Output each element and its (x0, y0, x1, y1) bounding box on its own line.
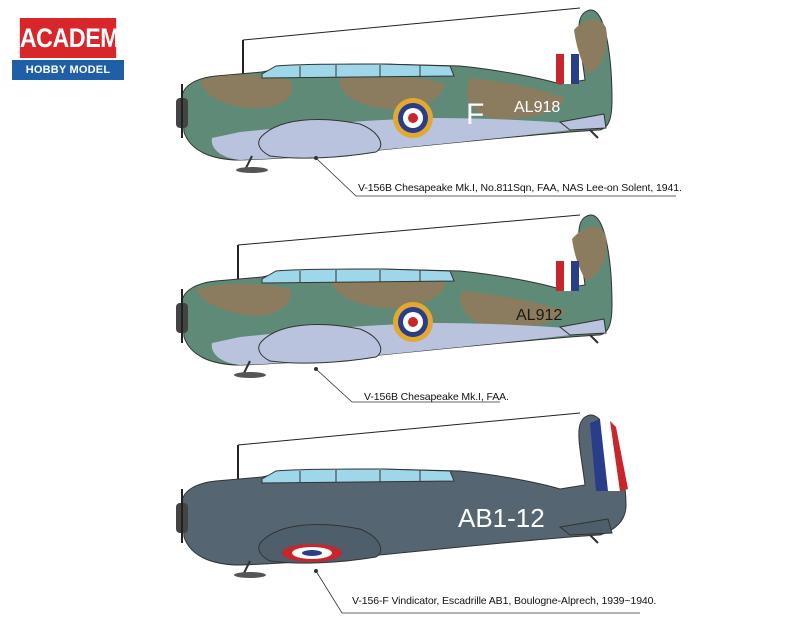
caption-leader (315, 570, 640, 614)
fin-flash-red (556, 261, 564, 291)
camo-patch (200, 74, 293, 109)
leader-dot (314, 156, 318, 160)
aircraft-1-illustration: F AL918 (176, 7, 676, 197)
tailplane (558, 113, 607, 131)
tailwheel (589, 534, 599, 544)
canopy (261, 63, 455, 79)
antenna-wire (237, 214, 581, 246)
aircraft-2-illustration: AL912 (176, 214, 613, 403)
tailwheel (589, 129, 599, 139)
leader-dot (314, 569, 318, 573)
camo-patch (460, 291, 566, 329)
fin-flash-white (564, 54, 571, 84)
canopy (261, 468, 455, 484)
roundel-blue (302, 550, 322, 556)
leader-dot (314, 367, 318, 371)
tailwheel (589, 334, 599, 344)
rudder-white (600, 419, 620, 491)
wing (258, 324, 382, 364)
aircraft-profile-2: AL912 V-156B Chesapeake Mk.I, FAA. (0, 205, 800, 405)
caption-leader (315, 368, 500, 403)
logo-brand-name: ACADEMY (19, 18, 135, 58)
aircraft-profile-1: F AL918 V-156B Chesapeake Mk.I, No.811Sq… (0, 0, 800, 200)
fuselage (181, 414, 627, 566)
canopy (261, 268, 455, 284)
fin-flash-red (556, 54, 564, 84)
aircraft-caption: V-156B Chesapeake Mk.I, FAA. (364, 391, 509, 403)
aircraft-3-illustration: AB1-12 (176, 412, 640, 614)
caption-leader (315, 157, 676, 197)
tailplane (558, 318, 607, 336)
fin-flash-blue (571, 261, 579, 291)
camo-patch (196, 283, 291, 316)
landing-gear (245, 155, 253, 169)
academy-logo: ACADEMY HOBBY MODEL KITS (12, 18, 135, 96)
camo-patch (330, 275, 446, 308)
wing (258, 119, 382, 159)
logo-tagline: HOBBY MODEL KITS (12, 60, 124, 96)
code-letter: F (466, 98, 484, 131)
gear-ski (236, 167, 268, 173)
rudder-red (610, 421, 628, 491)
fin-flash-white (564, 261, 571, 291)
serial-number: AL912 (516, 307, 562, 324)
landing-gear (243, 560, 251, 574)
landing-gear (243, 360, 251, 374)
antenna-wire (242, 7, 581, 41)
gear-ski (234, 572, 266, 578)
serial-number: AL918 (514, 99, 560, 116)
aircraft-code: AB1-12 (458, 503, 545, 533)
tailplane (558, 518, 613, 536)
roundel-red (408, 113, 418, 123)
camo-patch (574, 19, 607, 74)
fin-flash-blue (571, 54, 579, 84)
aircraft-profile-3: AB1-12 V-156-F Vindicator, Escadrille AB… (0, 405, 800, 614)
camo-patch (466, 78, 565, 120)
roundel-red (408, 317, 418, 327)
aircraft-caption: V-156B Chesapeake Mk.I, No.811Sqn, FAA, … (358, 182, 682, 194)
gear-ski (234, 372, 266, 378)
rudder-blue (590, 419, 608, 491)
camo-patch (572, 226, 607, 281)
antenna-wire (237, 412, 581, 446)
aircraft-caption: V-156-F Vindicator, Escadrille AB1, Boul… (352, 595, 657, 607)
